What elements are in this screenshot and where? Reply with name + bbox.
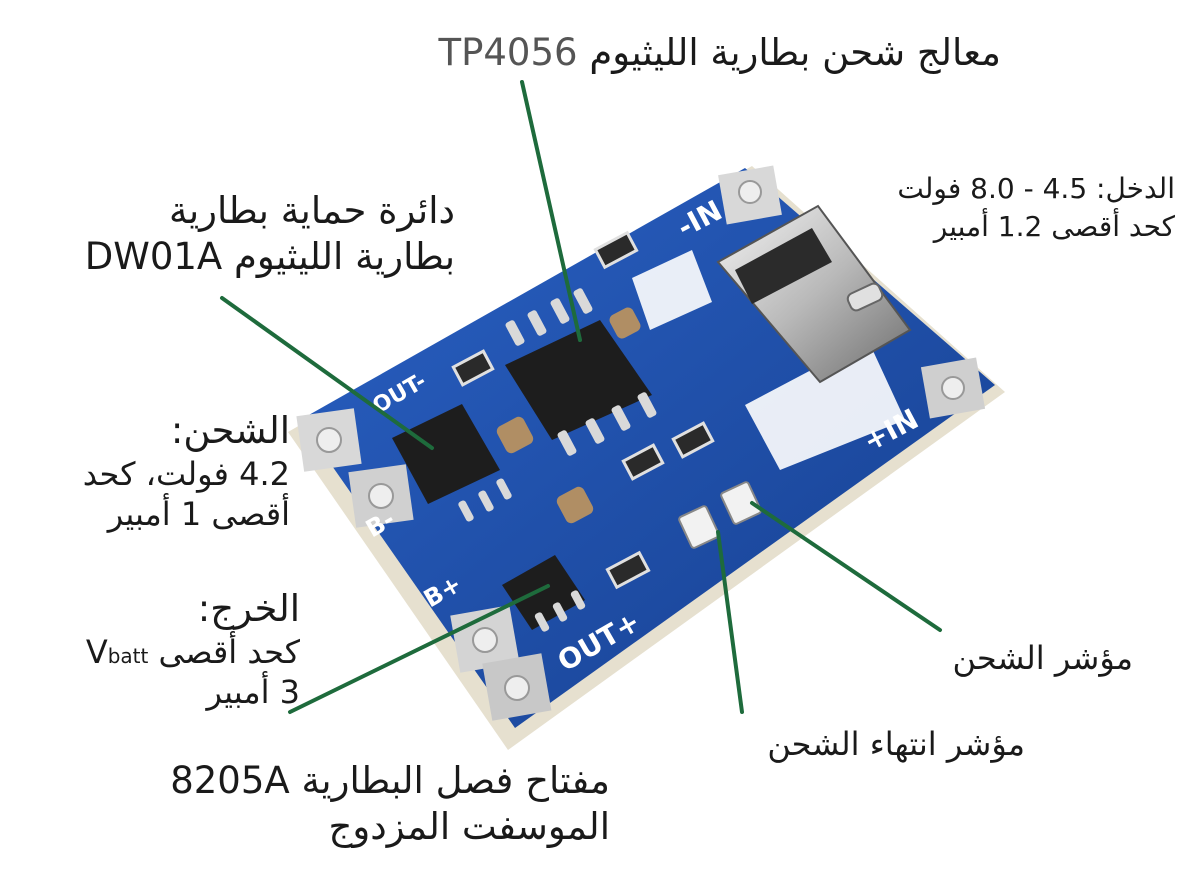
- output-line1: كحد أقصى Vbatt: [30, 632, 300, 672]
- output-vbatt: Vbatt: [86, 633, 149, 671]
- leader-8205a: [288, 584, 550, 714]
- switch-line1: مفتاح فصل البطارية: [301, 759, 610, 802]
- smd-components: [451, 230, 715, 590]
- pad-out-plus: [450, 605, 520, 673]
- protection-line1: دائرة حماية بطارية: [169, 189, 455, 232]
- label-charge-led: مؤشر الشحن: [952, 639, 1133, 677]
- pcb-pad-area: [745, 340, 905, 470]
- label-processor: معالج شحن بطارية الليثيوم TP4056: [438, 30, 1001, 76]
- protection-part: DW01A: [84, 235, 223, 279]
- output-line1-text: كحد أقصى: [158, 633, 300, 672]
- pad-b-minus: [296, 408, 362, 472]
- label-output: الخرج: كحد أقصى Vbatt 3 أمبير: [30, 586, 300, 712]
- charge-line2: أقصى 1 أمبير: [107, 495, 290, 534]
- switch-line1-wrap: مفتاح فصل البطارية 8205A: [170, 758, 610, 804]
- output-line2: 3 أمبير: [206, 673, 300, 712]
- tp4056-chip: [505, 288, 657, 456]
- leds: [678, 481, 762, 549]
- leader-done-led: [716, 530, 744, 714]
- dw01a-chip: [392, 404, 512, 522]
- processor-text: معالج شحن بطارية الليثيوم: [589, 31, 1001, 74]
- pcb-pad-area: [632, 250, 712, 330]
- input-line1: الدخل: 4.5 - 8.0 فولت: [897, 172, 1175, 205]
- leader-dw01a: [220, 296, 434, 450]
- label-charge: الشحن: 4.2 فولت، كحد أقصى 1 أمبير: [30, 408, 290, 534]
- label-protection: دائرة حماية بطارية بطارية الليثيوم DW01A: [85, 188, 455, 281]
- output-v: V: [85, 633, 108, 672]
- switch-line2: الموسفت المزدوج: [328, 805, 610, 849]
- label-done-led: مؤشر انتهاء الشحن: [767, 725, 1025, 763]
- processor-part: TP4056: [438, 31, 578, 74]
- label-input: الدخل: 4.5 - 8.0 فولت كحد أقصى 1.2 أمبير: [897, 170, 1175, 246]
- pad-in-minus: [718, 165, 782, 225]
- charge-title: الشحن:: [170, 409, 290, 452]
- pad-out-minus: [482, 653, 552, 721]
- switch-part: 8205A: [170, 759, 290, 802]
- usb-connector: [716, 204, 912, 384]
- protection-line2: بطارية الليثيوم: [233, 235, 455, 279]
- output-batt: batt: [107, 644, 149, 669]
- protection-line2-wrap: بطارية الليثيوم DW01A: [85, 234, 455, 280]
- output-title: الخرج:: [197, 587, 300, 630]
- pad-b-plus: [348, 464, 414, 528]
- pad-in-plus: [920, 357, 986, 419]
- label-switch: مفتاح فصل البطارية 8205A الموسفت المزدوج: [170, 758, 610, 851]
- leader-tp4056: [520, 80, 582, 342]
- 8205a-chip: [502, 555, 586, 632]
- leader-charge-led: [750, 501, 942, 632]
- input-line2: كحد أقصى 1.2 أمبير: [933, 209, 1175, 243]
- charge-line1: 4.2 فولت، كحد: [82, 455, 290, 494]
